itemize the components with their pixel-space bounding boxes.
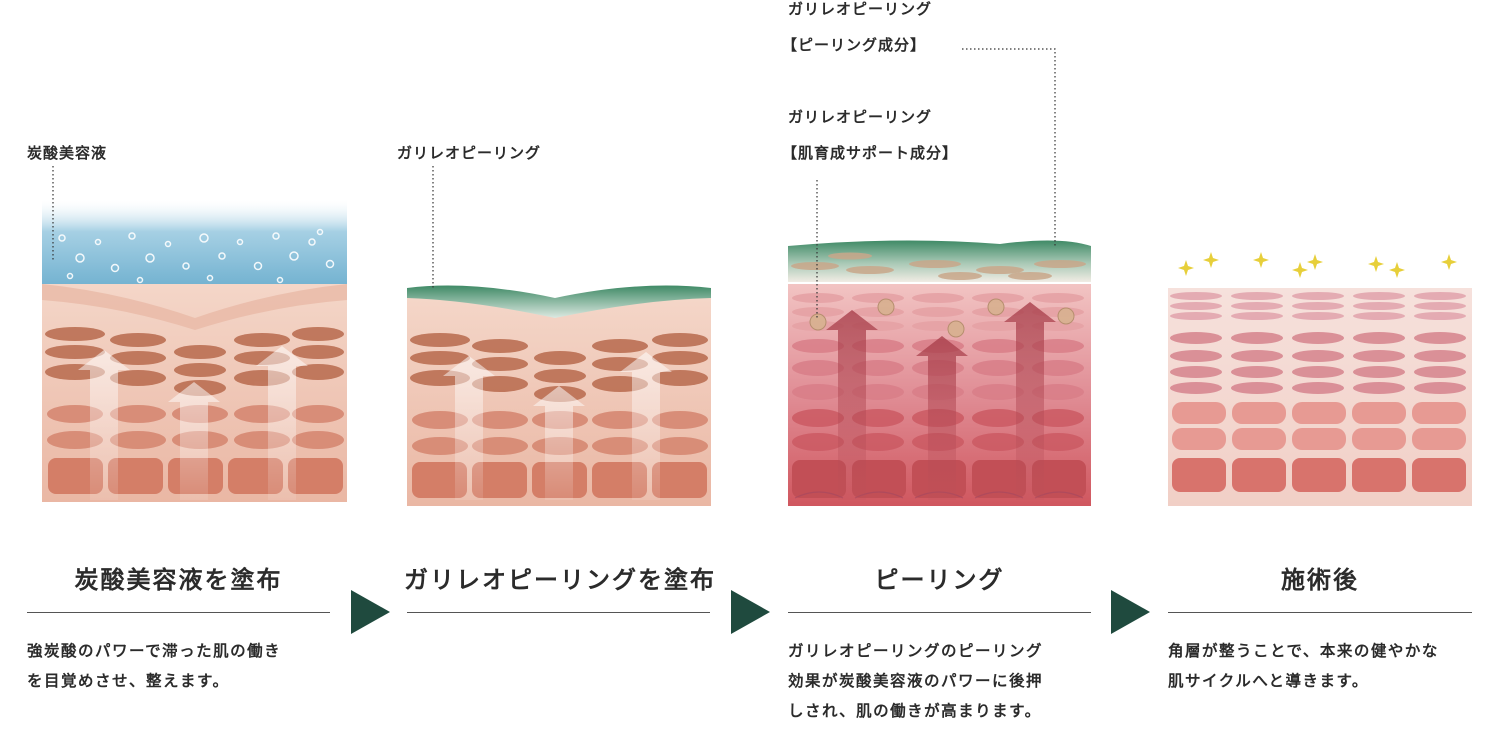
step-4-title: 施術後 <box>1281 566 1359 594</box>
callout-carbonated-serum: 炭酸美容液 <box>27 144 108 162</box>
step-2-title: ガリレオピーリングを塗布 <box>404 566 716 594</box>
step-3-description: ガリレオピーリングのピーリング 効果が炭酸美容液のパワーに後押 しされ、肌の働き… <box>788 642 1044 720</box>
step-4-divider <box>1168 612 1472 613</box>
panel-4-skin <box>1168 252 1472 506</box>
panel-2-skin <box>407 285 711 506</box>
triangle-right-icon <box>1111 590 1150 634</box>
panel-3-skin <box>788 240 1091 506</box>
step-4-description: 角層が整うことで、本来の健やかな 肌サイクルへと導きます。 <box>1168 642 1439 690</box>
triangle-right-icon <box>351 590 390 634</box>
step-1-description: 強炭酸のパワーで滞った肌の働き を目覚めさせ、整えます。 <box>27 642 282 690</box>
triangle-right-icon <box>731 590 770 634</box>
step-3-divider <box>788 612 1091 613</box>
leader-lines <box>52 48 1056 320</box>
callout-peeling-ingredient-title: ガリレオピーリング <box>788 0 933 18</box>
step-3-title: ピーリング <box>874 566 1005 594</box>
sparkle-icon <box>1178 252 1457 278</box>
step-1-title: 炭酸美容液を塗布 <box>74 566 283 594</box>
callout-support-ingredient: 【肌育成サポート成分】 <box>782 144 959 162</box>
callout-support-ingredient-title: ガリレオピーリング <box>788 108 933 126</box>
panel-1-skin <box>42 200 347 502</box>
callout-peeling-ingredient: 【ピーリング成分】 <box>782 36 927 54</box>
callout-galileo-peeling: ガリレオピーリング <box>397 144 542 162</box>
step-1-divider <box>27 612 330 613</box>
step-2-divider <box>407 612 710 613</box>
